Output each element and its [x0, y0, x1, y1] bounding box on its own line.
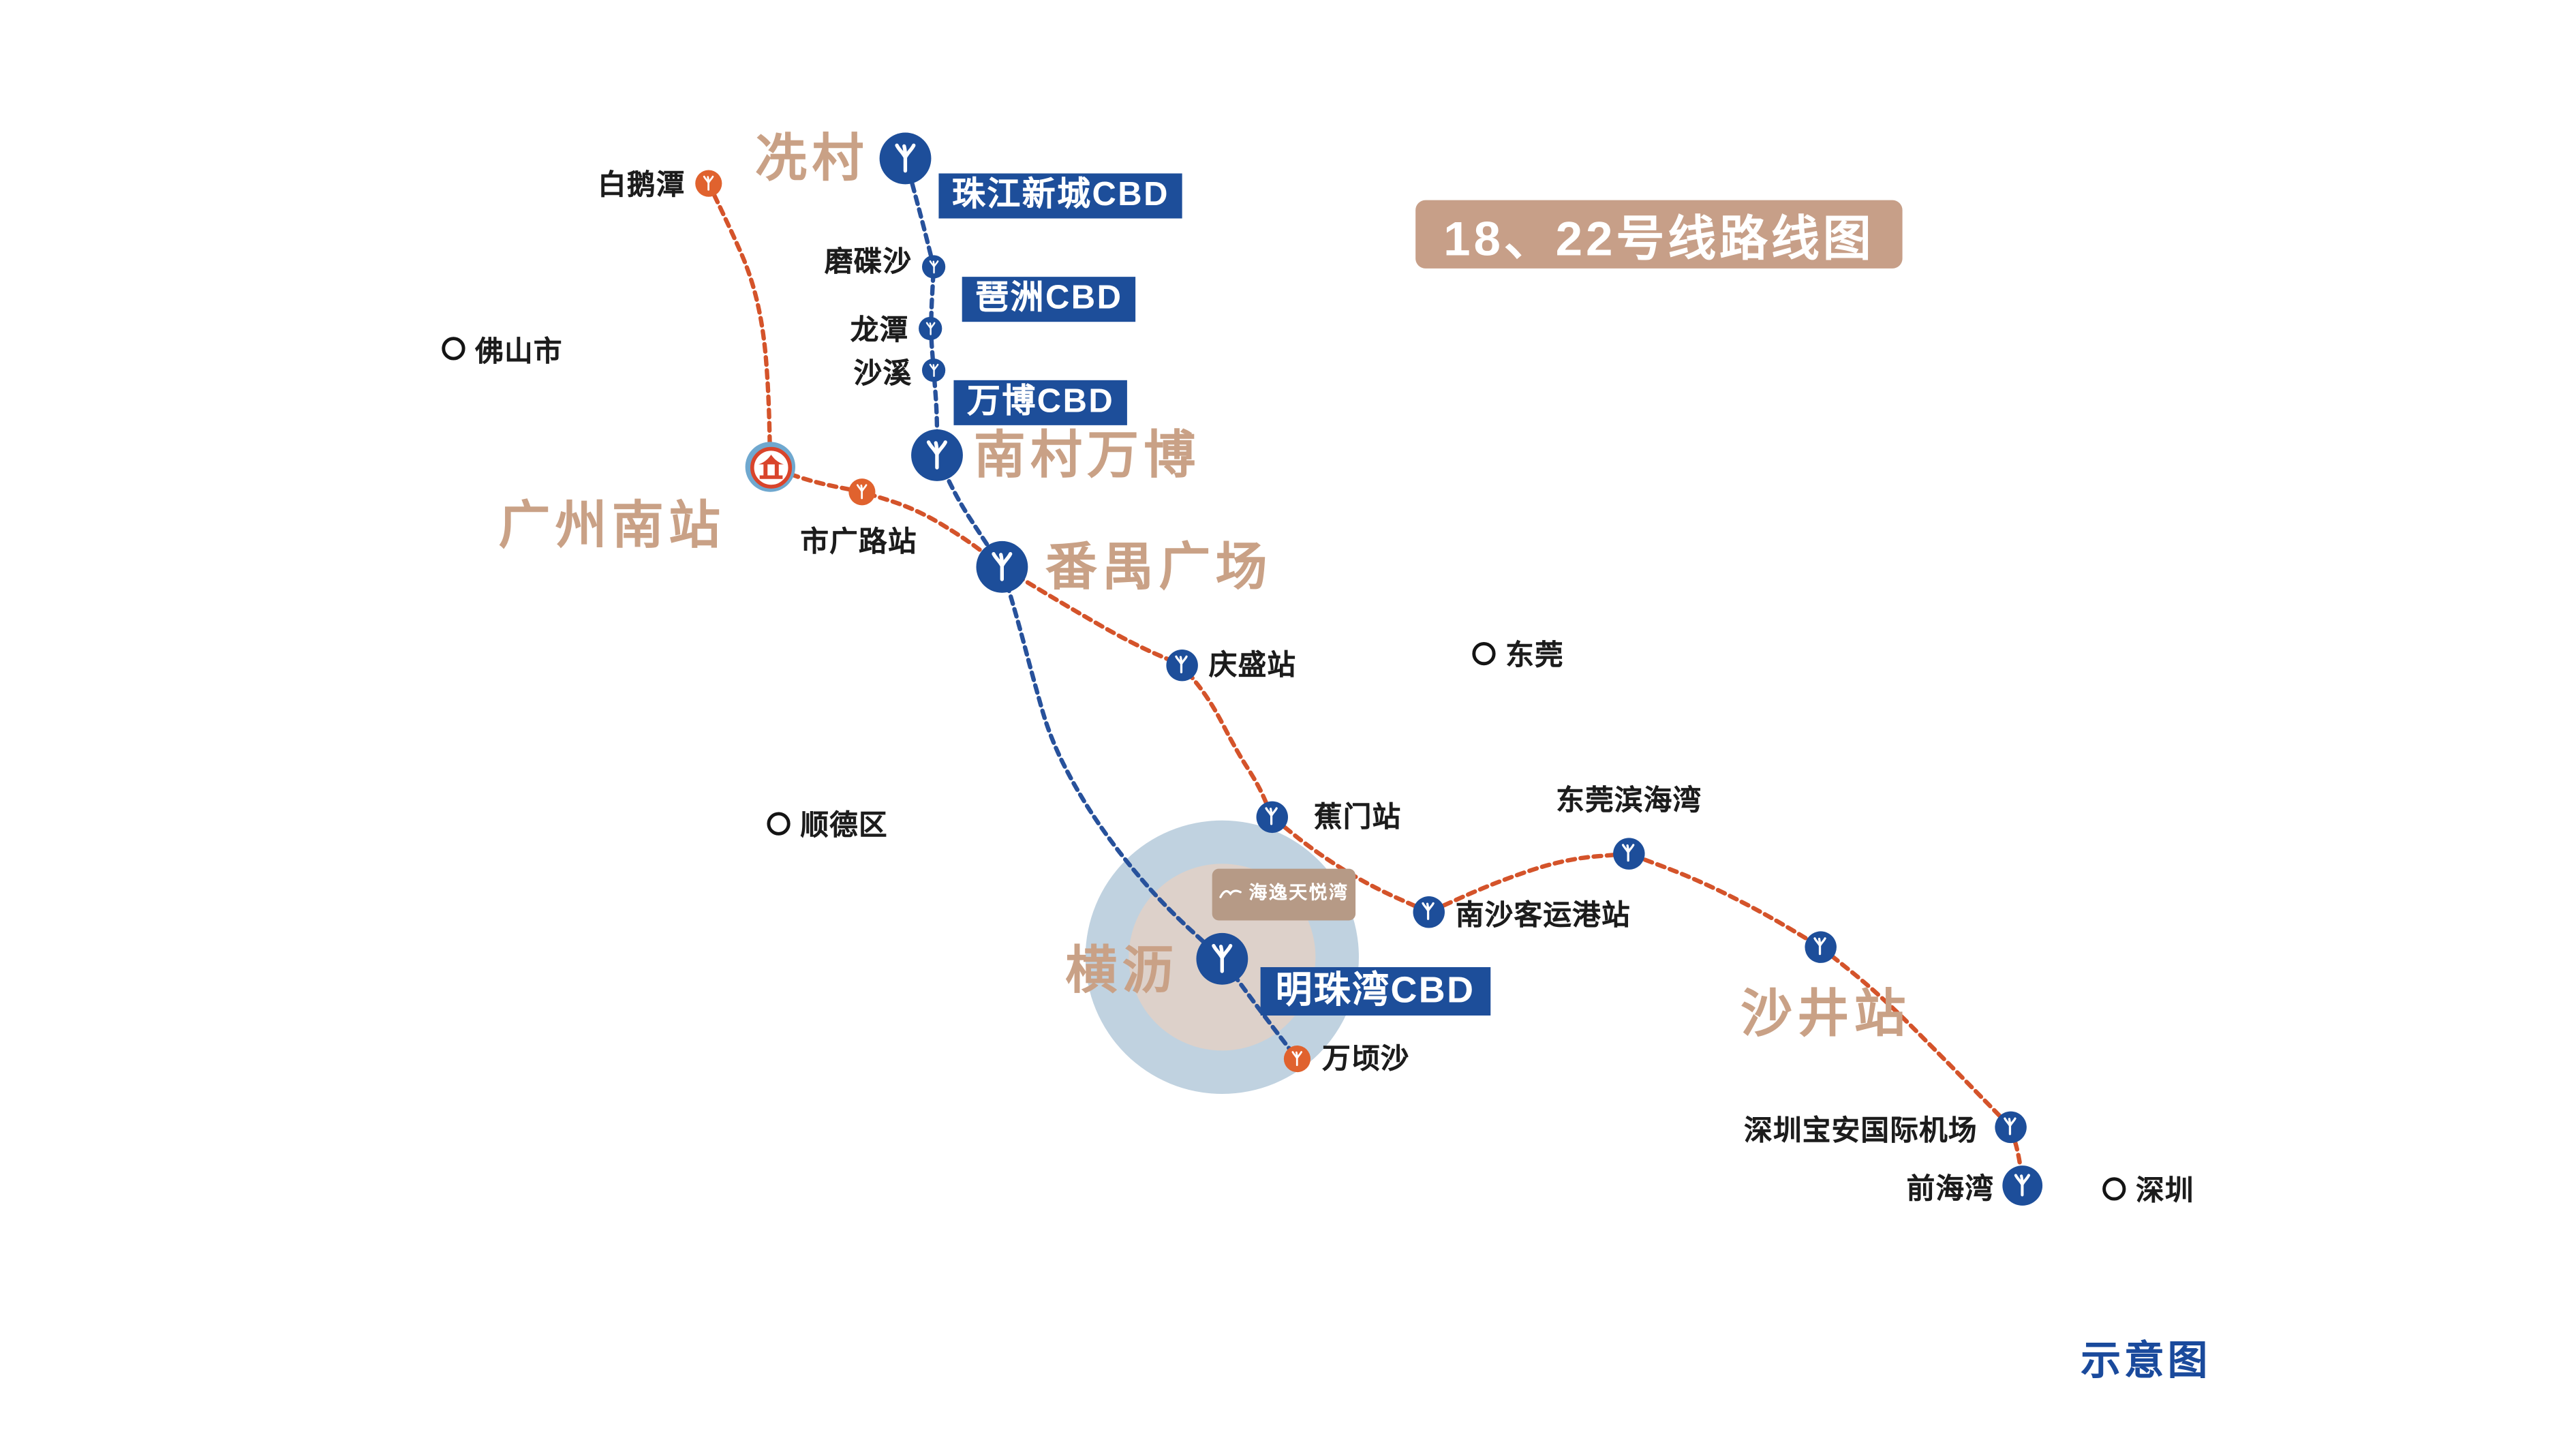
metro-y-logo-icon [992, 552, 1013, 581]
metro-y-logo-icon [1814, 938, 1827, 956]
metro-station-marker [695, 170, 722, 197]
station-label: 市广路站 [800, 525, 917, 558]
station-label: 广州南站 [498, 495, 726, 555]
metro-y-logo-icon [1291, 1051, 1303, 1067]
metro-station-marker [1413, 896, 1445, 928]
station-label: 佛山市 [475, 335, 563, 368]
metro-station-marker [911, 429, 963, 481]
metro-station-marker [1283, 1046, 1311, 1073]
station-label: 蕉门站 [1313, 801, 1402, 834]
metro-station-marker [921, 255, 946, 279]
metro-station-marker [2002, 1165, 2043, 1206]
metro-y-logo-icon [925, 322, 935, 335]
metro-station-marker [976, 540, 1028, 593]
badge-wanbo-cbd: 万博CBD [953, 380, 1128, 425]
metro-y-logo-icon [1176, 656, 1189, 674]
badge-pazhou-cbd: 琶洲CBD [962, 277, 1136, 322]
badge-zhujiang-new-town-cbd: 珠江新城CBD [938, 173, 1183, 219]
china-railway-icon [749, 446, 791, 488]
brand-name: 海逸天悦湾 [1248, 883, 1349, 904]
metro-y-logo-icon [1623, 844, 1636, 863]
metro-y-logo-icon [1266, 808, 1278, 826]
station-label: 东莞 [1505, 639, 1564, 671]
brand-bird-icon [1218, 880, 1242, 910]
station-label: 沙溪 [853, 357, 913, 390]
metro-y-logo-icon [926, 440, 948, 470]
metro-station-marker [1995, 1111, 2027, 1144]
map-title: 18、22号线路线图 [1415, 200, 1903, 269]
metro-y-logo-icon [1212, 944, 1233, 973]
station-label: 沙井站 [1741, 984, 1911, 1043]
station-label: 南村万博 [973, 426, 1201, 485]
railway-station-marker [745, 442, 796, 492]
metro-y-logo-icon [857, 484, 868, 500]
schematic-note: 示意图 [2081, 1339, 2211, 1384]
station-label: 深圳宝安国际机场 [1744, 1114, 1978, 1147]
station-label: 白鹅潭 [598, 169, 686, 201]
metro-station-marker [919, 316, 942, 341]
station-label: 万顷沙 [1322, 1043, 1410, 1075]
metro-station-marker [879, 132, 932, 185]
metro-y-logo-icon [2014, 1174, 2031, 1197]
station-label: 顺德区 [800, 809, 888, 842]
city-marker-shenzhen [2102, 1177, 2126, 1201]
station-label: 庆盛站 [1208, 649, 1297, 682]
metro-station-marker [1256, 801, 1288, 834]
metro-y-logo-icon [895, 143, 916, 173]
metro-station-marker [1196, 932, 1248, 985]
metro-y-logo-icon [2004, 1118, 2017, 1136]
station-label: 前海湾 [1906, 1173, 1995, 1205]
metro-station-marker [1805, 931, 1837, 963]
metro-y-logo-icon [929, 260, 938, 273]
route-line-22 [706, 181, 2025, 1188]
station-label: 东莞滨海湾 [1556, 784, 1702, 817]
station-label: 南沙客运港站 [1455, 899, 1631, 932]
metro-y-logo-icon [1422, 902, 1435, 921]
metro-y-logo-icon [929, 363, 938, 377]
station-label: 龙潭 [850, 314, 909, 346]
brand-badge: 海逸天悦湾 [1212, 868, 1356, 921]
city-marker-dongguan [1472, 641, 1496, 666]
metro-y-logo-icon [703, 175, 714, 191]
metro-station-marker [848, 478, 876, 506]
station-label: 磨碟沙 [824, 245, 913, 278]
station-label: 横沥 [1065, 941, 1179, 1000]
station-label: 深圳 [2136, 1174, 2194, 1207]
metro-station-marker [1613, 838, 1645, 870]
metro-station-marker [921, 359, 946, 382]
badge-mingzhu-bay-cbd: 明珠湾CBD [1260, 967, 1490, 1016]
station-label: 冼村 [755, 129, 869, 188]
station-label: 番禺广场 [1045, 538, 1272, 596]
city-marker-foshan [442, 337, 465, 361]
city-marker-shunde [767, 812, 791, 836]
metro-station-marker [1166, 649, 1198, 682]
